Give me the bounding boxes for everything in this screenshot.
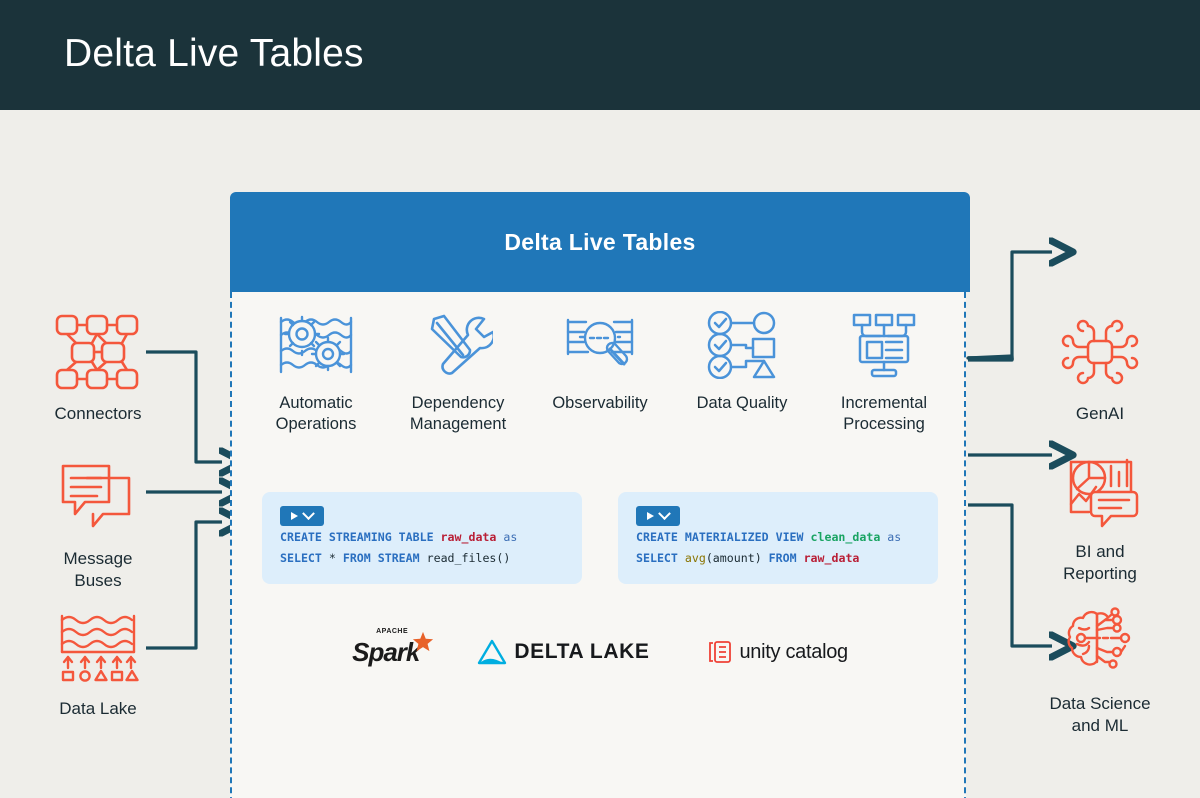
feature-automatic-operations[interactable]: Automatic Operations: [246, 308, 386, 435]
feature-dependency-management[interactable]: Dependency Management: [388, 308, 528, 435]
code-line: CREATE MATERIALIZED VIEW clean_data as: [636, 530, 902, 544]
card-title: Delta Live Tables: [504, 228, 696, 255]
consumer-label: BI and Reporting: [1063, 542, 1137, 583]
page-title: Delta Live Tables: [64, 32, 364, 75]
apache-wordmark: APACHE: [376, 627, 409, 635]
code-line: SELECT * FROM STREAM read_files(): [280, 551, 511, 565]
pipeline-monitor-icon: [850, 308, 918, 382]
bi-reporting-icon: [1059, 448, 1141, 532]
materialized-view-snippet[interactable]: CREATE MATERIALIZED VIEW clean_data as S…: [618, 492, 938, 584]
source-label: Connectors: [54, 404, 142, 423]
run-button[interactable]: [636, 506, 680, 526]
feature-data-quality[interactable]: Data Quality: [672, 308, 812, 414]
diagram-canvas: Connectors Message Buses: [0, 110, 1200, 798]
spark-wordmark: Spark: [352, 636, 420, 667]
checklist-flow-icon: [706, 308, 778, 382]
code-line: CREATE STREAMING TABLE raw_data as: [280, 530, 518, 544]
card-body: Automatic Operations: [230, 292, 966, 798]
brain-ml-icon: [1059, 600, 1141, 684]
feature-label: Observability: [552, 394, 648, 412]
spark-star-icon: [413, 631, 434, 651]
feature-row: Automatic Operations: [246, 308, 954, 435]
chevron-down-icon: [302, 506, 315, 520]
logo-row: Spark APACHE DELTA LAKE: [232, 625, 968, 679]
consumer-node-bi-reporting[interactable]: BI and Reporting: [1020, 448, 1180, 585]
consumer-node-genai[interactable]: GenAI: [1020, 310, 1180, 425]
page-header: Delta Live Tables: [0, 0, 1200, 110]
unity-catalog-wordmark: unity catalog: [739, 640, 848, 663]
card-header: Delta Live Tables: [230, 192, 970, 292]
apache-spark-logo: Spark APACHE: [352, 628, 434, 668]
code-line: SELECT avg(amount) FROM raw_data: [636, 551, 860, 565]
connectors-icon: [54, 310, 142, 394]
code-blocks-row: CREATE STREAMING TABLE raw_data as SELEC…: [262, 492, 938, 584]
feature-label: Automatic Operations: [275, 394, 357, 433]
streaming-table-snippet[interactable]: CREATE STREAMING TABLE raw_data as SELEC…: [262, 492, 582, 584]
magnifier-lines-icon: [562, 308, 638, 382]
consumer-label: Data Science and ML: [1049, 694, 1151, 735]
run-button[interactable]: [280, 506, 324, 526]
unity-catalog-logo: unity catalog: [707, 640, 848, 664]
delta-lake-logo: DELTA LAKE: [477, 639, 649, 665]
delta-live-tables-card: Delta Live Tables: [230, 192, 970, 798]
consumer-node-data-science[interactable]: Data Science and ML: [1020, 600, 1180, 737]
source-node-connectors[interactable]: Connectors: [18, 310, 178, 425]
source-node-message-buses[interactable]: Message Buses: [18, 455, 178, 592]
feature-label: Data Quality: [696, 394, 788, 412]
screwdriver-wrench-icon: [423, 308, 493, 382]
feature-label: Dependency Management: [409, 394, 507, 433]
message-buses-icon: [57, 455, 139, 539]
play-icon: [291, 512, 298, 520]
genai-chip-icon: [1060, 310, 1140, 394]
chevron-down-icon: [658, 506, 671, 520]
unity-catalog-icon: [709, 641, 732, 663]
play-icon: [647, 512, 654, 520]
source-label: Message Buses: [63, 549, 133, 590]
feature-observability[interactable]: Observability: [530, 308, 670, 414]
source-node-data-lake[interactable]: Data Lake: [18, 605, 178, 720]
feature-label: Incremental Processing: [840, 394, 928, 433]
data-lake-icon: [57, 605, 139, 689]
delta-triangle-icon: [478, 639, 507, 665]
consumer-label: GenAI: [1075, 404, 1125, 423]
delta-lake-wordmark: DELTA LAKE: [514, 640, 650, 663]
source-label: Data Lake: [59, 699, 137, 718]
gears-waves-icon: [278, 308, 354, 382]
feature-incremental-processing[interactable]: Incremental Processing: [814, 308, 954, 435]
